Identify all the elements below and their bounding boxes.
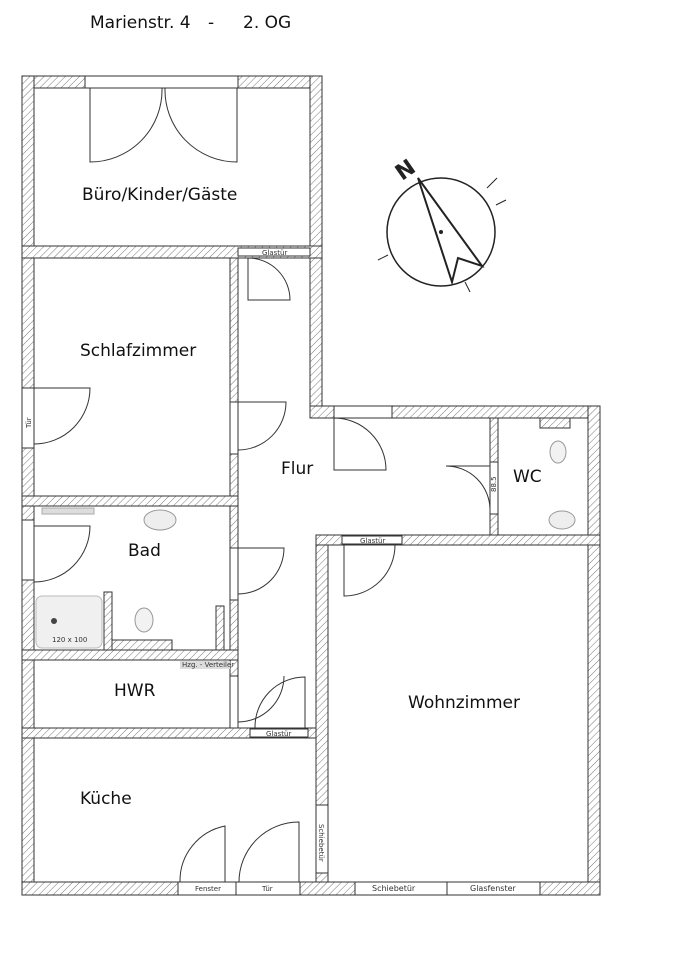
wall-toilet-box <box>111 639 173 651</box>
sink-icon <box>143 509 177 531</box>
openings: Glastür Tür 88.5 Glastür Glastür Schiebe… <box>21 75 541 896</box>
schiebetuer-side-label: Schiebetür <box>317 824 325 862</box>
north-arrow-icon: N <box>377 155 507 293</box>
sink-wc-icon <box>548 510 576 530</box>
address: Marienstr. 4 <box>90 13 191 33</box>
door-swings <box>33 87 491 883</box>
room-schlafzimmer: Schlafzimmer <box>80 341 196 361</box>
room-hwr: HWR <box>114 681 156 701</box>
door-schlaf[interactable] <box>229 401 239 455</box>
fixtures: 120 x 100 Hzg. - Verteiler <box>35 440 576 669</box>
wall-shaft <box>215 605 225 651</box>
glasfenster-label: Glasfenster <box>470 884 517 893</box>
wall-left <box>21 75 35 896</box>
room-labels: Büro/Kinder/Gäste Schlafzimmer Flur WC B… <box>80 185 542 809</box>
title-separator: - <box>208 13 214 33</box>
door-bad[interactable] <box>229 547 239 601</box>
door-wc[interactable] <box>489 461 499 515</box>
floor-label: 2. OG <box>243 13 291 33</box>
glastuer-top-label: Glastür <box>262 249 287 257</box>
wall-shower <box>103 591 113 651</box>
sliding-door-side[interactable] <box>315 804 329 874</box>
shower-size-label: 120 x 100 <box>52 636 87 644</box>
fenster-label: Fenster <box>195 885 221 893</box>
door-kueche[interactable] <box>235 881 301 896</box>
toilet-wc-icon <box>549 440 567 464</box>
room-wohnzimmer: Wohnzimmer <box>408 693 520 713</box>
shower-tray-icon <box>35 595 103 649</box>
toilet-bad-icon <box>134 607 154 633</box>
wc-width-label: 88.5 <box>490 476 498 492</box>
heating-label: Hzg. - Verteiler <box>182 661 234 669</box>
schiebetuer-bottom-label: Schiebetür <box>372 884 416 893</box>
tuer-bottom-label: Tür <box>261 885 273 893</box>
tuer-left-label: Tür <box>25 417 33 429</box>
glastuer-wohn-label: Glastür <box>360 537 385 545</box>
room-bad: Bad <box>128 541 161 561</box>
glass-door-hwr[interactable] <box>249 728 309 738</box>
window-schlaf <box>21 387 35 449</box>
wall-wohn-top <box>315 534 601 546</box>
north-letter: N <box>391 155 420 186</box>
window-bad <box>21 519 35 581</box>
wall-right <box>587 405 601 896</box>
window-buero <box>84 75 239 89</box>
plan-title: Marienstr. 4 - 2. OG <box>90 13 291 33</box>
glass-door-wohn[interactable] <box>341 535 403 545</box>
opening-flur-top <box>333 405 393 419</box>
wall-schlaf-bottom <box>21 495 239 507</box>
door-hwr[interactable] <box>229 675 239 729</box>
glass-door-top[interactable] <box>237 247 311 257</box>
glastuer-hwr-label: Glastür <box>266 730 291 738</box>
drain-icon <box>51 618 57 624</box>
room-buero: Büro/Kinder/Gäste <box>82 185 237 205</box>
radiator-icon <box>41 507 95 515</box>
glass-window-bottom <box>446 881 541 896</box>
wall-bad-bottom <box>21 649 239 661</box>
room-flur: Flur <box>281 459 313 479</box>
heating-tag <box>180 661 230 669</box>
wall-wc-box <box>539 417 571 429</box>
room-wc: WC <box>513 467 542 487</box>
room-kueche: Küche <box>80 789 132 809</box>
